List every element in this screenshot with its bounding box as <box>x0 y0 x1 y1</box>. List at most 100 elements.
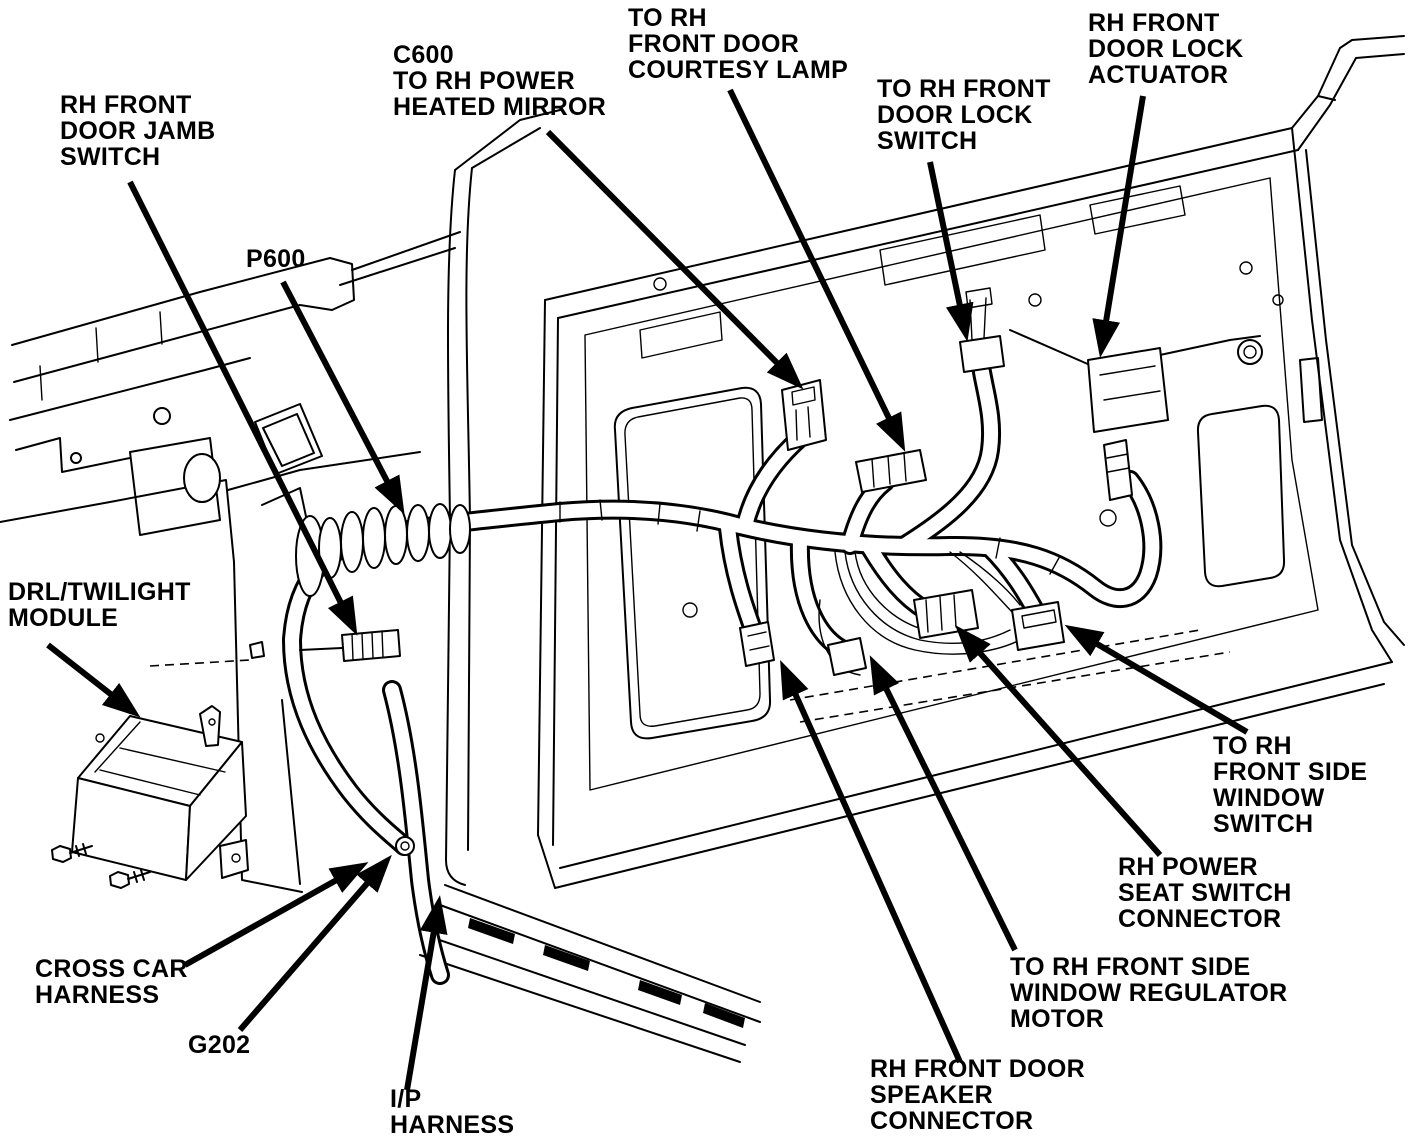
rh-front-door <box>537 35 1405 889</box>
label-speaker-connector: RH FRONT DOOR SPEAKER CONNECTOR <box>870 1056 1085 1134</box>
door-access-hole-upper-left <box>639 311 723 359</box>
module-mounting-tab <box>219 839 249 879</box>
label-window-switch: TO RH FRONT SIDE WINDOW SWITCH <box>1213 733 1367 837</box>
label-line: SWITCH <box>1213 810 1314 838</box>
dash-lower-edge <box>227 451 421 491</box>
actuator-connector-ribs <box>1106 453 1130 473</box>
door-hole-inner <box>1243 345 1257 359</box>
pillar-rear-line <box>465 167 473 851</box>
label-door-jamb-switch: RH FRONT DOOR JAMB SWITCH <box>60 92 215 170</box>
dash-knob <box>183 453 221 503</box>
label-line: SEAT SWITCH <box>1118 879 1292 907</box>
label-line: MOTOR <box>1010 1005 1105 1033</box>
label-line: SPEAKER <box>870 1081 993 1109</box>
label-line: TO RH <box>628 4 707 32</box>
dash-panel-seams <box>39 311 163 401</box>
sill-tread-bar <box>543 945 590 971</box>
label-line: TO RH <box>1213 732 1292 760</box>
drl-twilight-module <box>51 705 249 889</box>
door-belt-line <box>544 127 1299 319</box>
label-line: WINDOW <box>1213 784 1325 812</box>
label-line: DRL/TWILIGHT <box>8 578 191 606</box>
grommet-ridge <box>340 511 364 573</box>
dashed-leader-line <box>149 659 251 667</box>
label-seat-switch-connector: RH POWER SEAT SWITCH CONNECTOR <box>1118 854 1292 932</box>
door-jamb-switch <box>341 629 401 662</box>
harness-branch-fill <box>898 365 999 552</box>
leader-arrow-c600-mirror <box>545 129 804 390</box>
door-inner-panel <box>584 177 1319 791</box>
door-rear-cutout <box>1196 404 1286 588</box>
door-hole <box>1237 339 1263 365</box>
leader-arrow-window-regulator-motor <box>869 655 1018 952</box>
small-plug <box>249 641 265 659</box>
door-hole <box>1272 294 1284 306</box>
windshield-base <box>339 231 461 286</box>
c600-mirror-connector <box>781 379 827 451</box>
p600-grommet <box>295 503 471 597</box>
label-courtesy-lamp: TO RH FRONT DOOR COURTESY LAMP <box>628 5 848 83</box>
leader-arrow-door-jamb-switch <box>127 180 358 636</box>
g202-ground-bolt <box>400 841 410 851</box>
door-hole <box>1028 293 1042 307</box>
sill-line <box>424 934 746 1046</box>
dash-fastener <box>153 407 171 425</box>
module-tab-hole <box>208 718 216 726</box>
dash-upper-line <box>13 304 333 383</box>
module-detail <box>95 733 105 743</box>
label-drl-module: DRL/TWILIGHT MODULE <box>8 579 191 631</box>
leader-arrow-seat-switch-connector <box>955 625 1163 857</box>
dash-end-face <box>0 479 235 563</box>
courtesy-lamp-connector <box>855 449 927 493</box>
label-line: DOOR LOCK <box>877 101 1033 129</box>
label-line: DOOR JAMB <box>60 117 216 145</box>
label-line: RH FRONT <box>60 91 192 119</box>
windshield-pillar <box>454 109 561 171</box>
label-cross-car-harness: CROSS CAR HARNESS <box>35 956 188 1008</box>
dash-top-edge <box>11 257 355 346</box>
leader-arrow-p600 <box>280 280 405 515</box>
label-window-regulator-motor: TO RH FRONT SIDE WINDOW REGULATOR MOTOR <box>1010 954 1287 1032</box>
mounting-screw-shaft <box>127 869 151 883</box>
harness-cross-car <box>282 630 414 856</box>
lock-linkage-rod <box>1009 329 1261 366</box>
label-line: CONNECTOR <box>1118 905 1282 933</box>
kick-panel-seam <box>281 699 301 885</box>
sill-line <box>419 954 741 1063</box>
leader-arrow-speaker-connector <box>780 660 963 1064</box>
sill-tread-bar <box>638 980 682 1005</box>
door-lower-dashed-contour <box>789 629 1231 723</box>
connector-slots <box>871 452 907 488</box>
label-ip-harness: I/P HARNESS <box>390 1086 514 1138</box>
label-door-lock-actuator: RH FRONT DOOR LOCK ACTUATOR <box>1088 10 1243 88</box>
label-line: G202 <box>188 1031 251 1059</box>
label-line: SWITCH <box>60 143 161 171</box>
g202-ground-eyelet <box>395 836 415 856</box>
air-vent <box>254 403 323 475</box>
leader-arrow-cross-car-harness <box>183 862 369 968</box>
harness-wire-strands <box>818 551 1021 676</box>
label-line: CROSS CAR <box>35 955 188 983</box>
label-line: MODULE <box>8 604 119 632</box>
label-line: TO RH FRONT SIDE <box>1010 953 1251 981</box>
label-p600: P600 <box>246 246 306 272</box>
grommet-ridge <box>406 504 430 562</box>
speaker-connector <box>739 621 775 667</box>
grommet-ridge <box>362 507 386 569</box>
harness-tape-wraps <box>559 499 1061 575</box>
door-jamb-switch-ridges <box>351 630 384 661</box>
wiring-harness <box>282 362 1163 985</box>
label-line: TO RH POWER <box>393 67 576 95</box>
door-hole <box>1239 261 1253 275</box>
label-line: TO RH FRONT <box>877 75 1051 103</box>
door-access-hole-upper-right <box>1089 185 1186 235</box>
door-lock-switch-connector <box>959 335 1005 373</box>
label-door-lock-switch: TO RH FRONT DOOR LOCK SWITCH <box>877 76 1051 154</box>
connector-slots <box>747 631 770 651</box>
actuator-detail <box>1099 365 1161 401</box>
leader-arrow-drl-module <box>46 642 141 718</box>
label-line: FRONT SIDE <box>1213 758 1368 786</box>
door-bottom-edge <box>537 661 1393 889</box>
label-line: C600 <box>393 41 454 69</box>
